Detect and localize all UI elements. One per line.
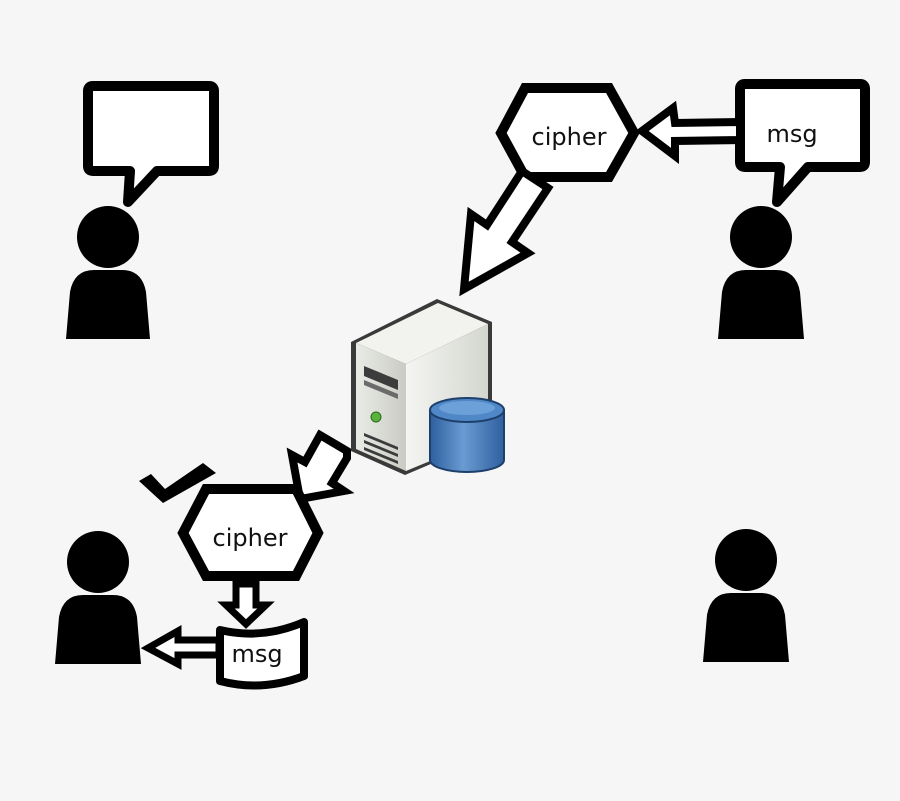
arrow-icon	[217, 580, 275, 629]
arrow-icon	[140, 624, 223, 670]
message-label-top: msg	[766, 120, 817, 148]
user-bottom-left	[55, 531, 141, 664]
cipher-node-top: cipher	[495, 83, 640, 182]
arrow-icon	[459, 165, 554, 297]
arrow-icon	[635, 100, 744, 165]
person-icon	[703, 529, 789, 662]
user-top-right: msg	[718, 79, 870, 339]
speech-bubble-icon: msg	[735, 79, 870, 207]
message-label-bottom: msg	[231, 640, 282, 668]
person-icon	[718, 206, 804, 339]
database-icon	[429, 397, 505, 473]
cipher-label-bottom: cipher	[213, 524, 288, 552]
user-bottom-right	[703, 529, 789, 662]
message-document: msg	[216, 618, 308, 690]
speech-bubble-icon	[83, 81, 219, 207]
cipher-node-bottom: cipher	[177, 484, 324, 581]
person-icon	[66, 206, 150, 339]
user-top-left	[66, 81, 219, 339]
person-icon	[55, 531, 141, 664]
checkmark-icon	[139, 463, 216, 503]
cipher-label-top: cipher	[532, 123, 607, 151]
